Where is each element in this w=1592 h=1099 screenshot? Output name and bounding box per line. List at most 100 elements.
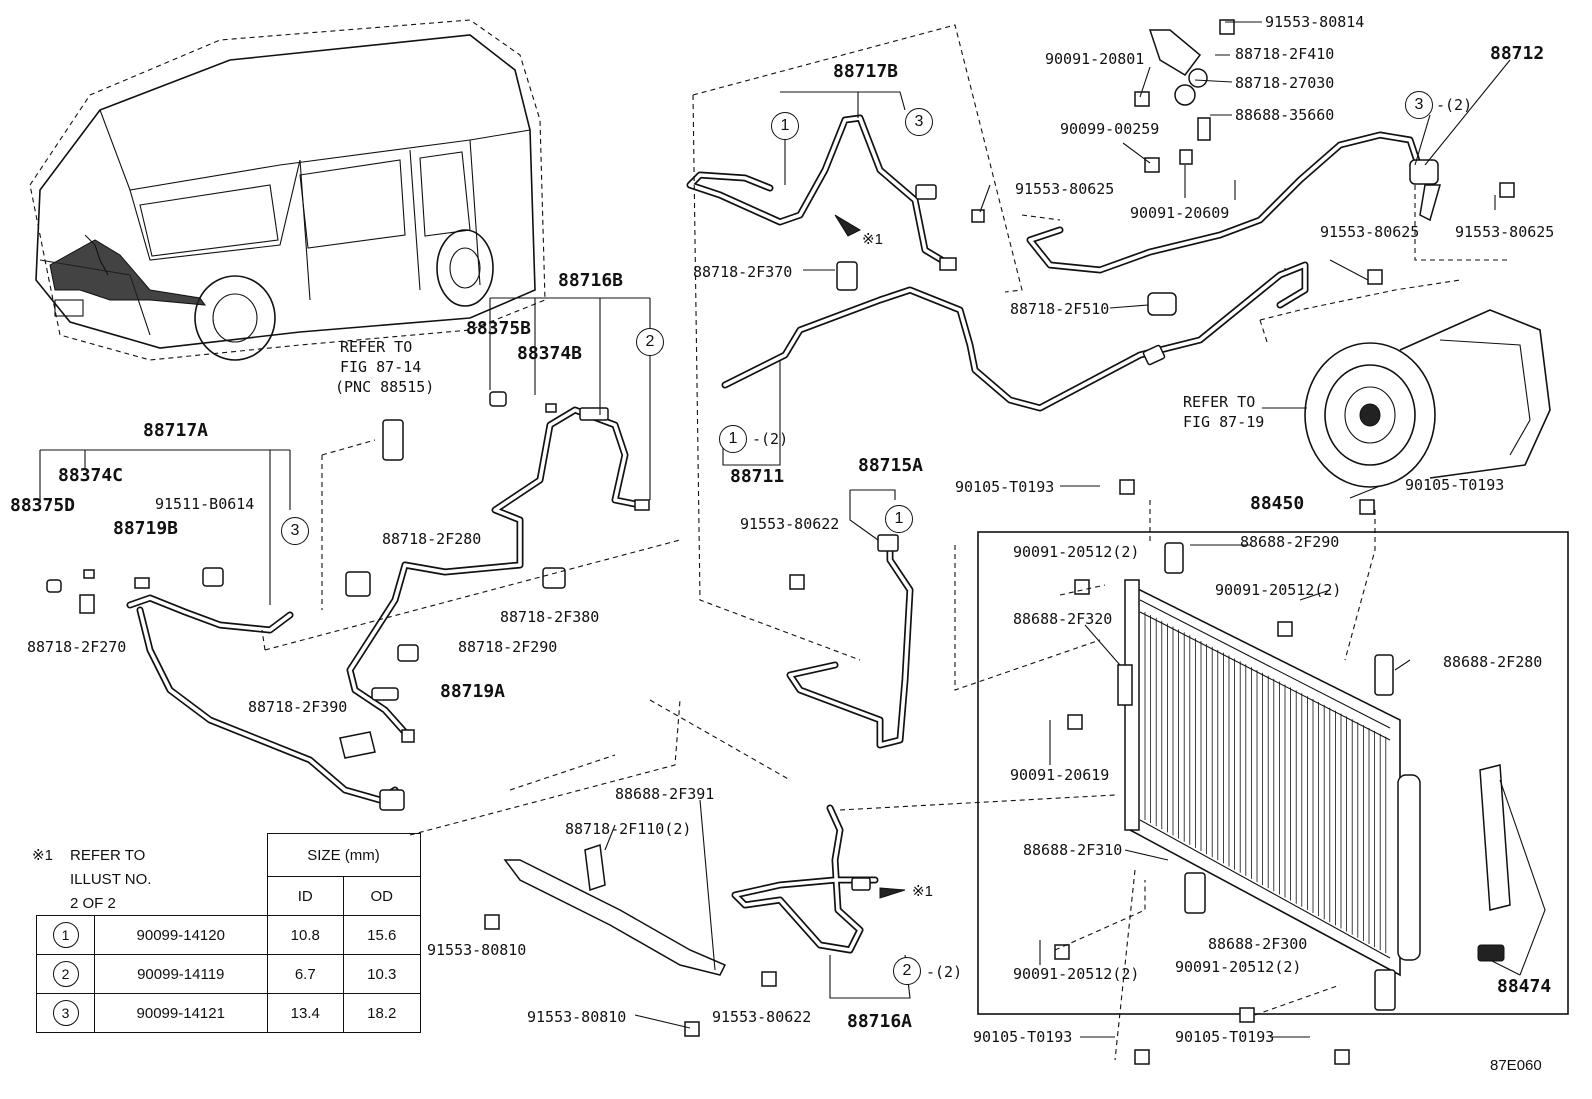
pipe-88717A xyxy=(126,594,405,811)
callout[interactable]: 91553-80810 xyxy=(427,941,527,959)
callout[interactable]: 88688-2F391 xyxy=(615,785,715,803)
note-line2: ILLUST NO. xyxy=(70,871,152,888)
marker-1: 1 xyxy=(771,112,799,140)
row-part: 90099-14121 xyxy=(94,993,268,1033)
callout[interactable]: 88688-2F280 xyxy=(1443,653,1543,671)
callout[interactable]: 88716B xyxy=(558,270,624,291)
callout[interactable]: 88474 xyxy=(1497,976,1552,997)
callout[interactable]: 88374C xyxy=(58,465,124,486)
row-id: 6.7 xyxy=(266,954,344,994)
table-row: 2 90099-14119 6.7 10.3 xyxy=(36,954,421,994)
callout[interactable]: 88718-2F380 xyxy=(500,608,600,626)
callout[interactable]: 88688-2F290 xyxy=(1240,533,1340,551)
pipe-88715A xyxy=(786,534,914,749)
callout[interactable]: 91553-80814 xyxy=(1265,13,1365,31)
pipe-88717B xyxy=(686,114,957,271)
callout[interactable]: 90105-T0193 xyxy=(973,1028,1073,1046)
callout[interactable]: 88375B xyxy=(466,318,532,339)
callout[interactable]: 90091-20619 xyxy=(1010,766,1110,784)
callout[interactable]: 90091-20512(2) xyxy=(1175,958,1302,976)
refer-fig-87-14-line1: REFER TO xyxy=(340,338,413,356)
refer-fig-87-19-line1: REFER TO xyxy=(1183,393,1256,411)
callout[interactable]: 88711 xyxy=(730,466,785,487)
row-id: 13.4 xyxy=(266,993,344,1033)
row-ref: 1 xyxy=(52,922,79,948)
callout[interactable]: 90091-20512(2) xyxy=(1013,543,1140,561)
note-line3: 2 OF 2 xyxy=(70,895,116,912)
col-id: ID xyxy=(266,876,344,916)
callout[interactable]: 88688-2F320 xyxy=(1013,610,1113,628)
callout[interactable]: 90099-00259 xyxy=(1060,120,1160,138)
callout[interactable]: 88717B xyxy=(833,61,899,82)
diagram-code: 87E060 xyxy=(1490,1057,1542,1074)
callout[interactable]: 88718-2F410 xyxy=(1235,45,1335,63)
callout[interactable]: 91511-B0614 xyxy=(155,495,255,513)
callout[interactable]: 88718-2F270 xyxy=(27,638,127,656)
marker-2: 2 xyxy=(893,957,921,985)
pipe-88716B xyxy=(346,406,650,743)
callout[interactable]: 88715A xyxy=(858,455,924,476)
callout[interactable]: 88712 xyxy=(1490,43,1545,64)
callout[interactable]: 88718-2F390 xyxy=(248,698,348,716)
refer-mark: ※1 xyxy=(912,883,933,900)
marker-suffix: -(2) xyxy=(1436,96,1473,114)
reference-lines xyxy=(261,24,1510,1061)
callout[interactable]: 88688-35660 xyxy=(1235,106,1335,124)
callout[interactable]: 88717A xyxy=(143,420,209,441)
bracket-88688-2F391 xyxy=(503,843,727,976)
row-part: 90099-14119 xyxy=(94,954,268,994)
callout[interactable]: 91553-80625 xyxy=(1320,223,1420,241)
size-header: SIZE (mm) xyxy=(266,833,421,877)
marker-3: 3 xyxy=(281,517,309,545)
callout[interactable]: 90105-T0193 xyxy=(955,478,1055,496)
callout[interactable]: 88688-2F300 xyxy=(1208,935,1308,953)
row-ref: 3 xyxy=(52,1000,79,1026)
callout[interactable]: 90091-20512(2) xyxy=(1215,581,1342,599)
row-ref: 2 xyxy=(52,961,79,987)
marker-3: 3 xyxy=(905,108,933,136)
callout[interactable]: 90091-20512(2) xyxy=(1013,965,1140,983)
callout[interactable]: 88718-27030 xyxy=(1235,74,1335,92)
callout[interactable]: 88374B xyxy=(517,343,583,364)
table-row: 3 90099-14121 13.4 18.2 xyxy=(36,993,421,1033)
callout[interactable]: 90091-20801 xyxy=(1045,50,1145,68)
callout[interactable]: 88718-2F370 xyxy=(693,263,793,281)
van-illustration xyxy=(29,19,546,361)
callout[interactable]: 91553-80622 xyxy=(740,515,840,533)
hose-size-table: SIZE (mm) ID OD 1 90099-14120 10.8 15.6 … xyxy=(36,833,421,1033)
callout[interactable]: 91553-80625 xyxy=(1015,180,1115,198)
marker-1: 1 xyxy=(719,425,747,453)
callout[interactable]: 88718-2F290 xyxy=(458,638,558,656)
row-od: 10.3 xyxy=(343,954,421,994)
pipe-88711 xyxy=(721,261,1309,412)
refer-fig-87-14-line3: (PNC 88515) xyxy=(335,378,435,396)
callout[interactable]: 88450 xyxy=(1250,493,1305,514)
receiver-88474 xyxy=(1477,764,1546,976)
row-id: 10.8 xyxy=(266,915,344,955)
marker-suffix: -(2) xyxy=(926,963,963,981)
pipe-88716A xyxy=(731,804,879,954)
callout[interactable]: 90105-T0193 xyxy=(1175,1028,1275,1046)
marker-1: 1 xyxy=(885,505,913,533)
pipe-88712 xyxy=(1026,131,1441,274)
callout[interactable]: 88716A xyxy=(847,1011,913,1032)
callout[interactable]: 90091-20609 xyxy=(1130,204,1230,222)
callout[interactable]: 91553-80625 xyxy=(1455,223,1555,241)
note-mark: ※1 xyxy=(32,847,53,864)
callout[interactable]: 91553-80622 xyxy=(712,1008,812,1026)
callout[interactable]: 88718-2F110(2) xyxy=(565,820,692,838)
callout[interactable]: 88719B xyxy=(113,518,179,539)
callout[interactable]: 88718-2F280 xyxy=(382,530,482,548)
callout[interactable]: 88688-2F310 xyxy=(1023,841,1123,859)
callout[interactable]: 88718-2F510 xyxy=(1010,300,1110,318)
compressor xyxy=(1304,309,1551,488)
callout[interactable]: 90105-T0193 xyxy=(1405,476,1505,494)
refer-fig-87-19-line2: FIG 87-19 xyxy=(1183,413,1265,431)
callout[interactable]: 88375D xyxy=(10,495,76,516)
callout[interactable]: 88719A xyxy=(440,681,506,702)
row-od: 15.6 xyxy=(343,915,421,955)
callout[interactable]: 91553-80810 xyxy=(527,1008,627,1026)
marker-3: 3 xyxy=(1405,91,1433,119)
